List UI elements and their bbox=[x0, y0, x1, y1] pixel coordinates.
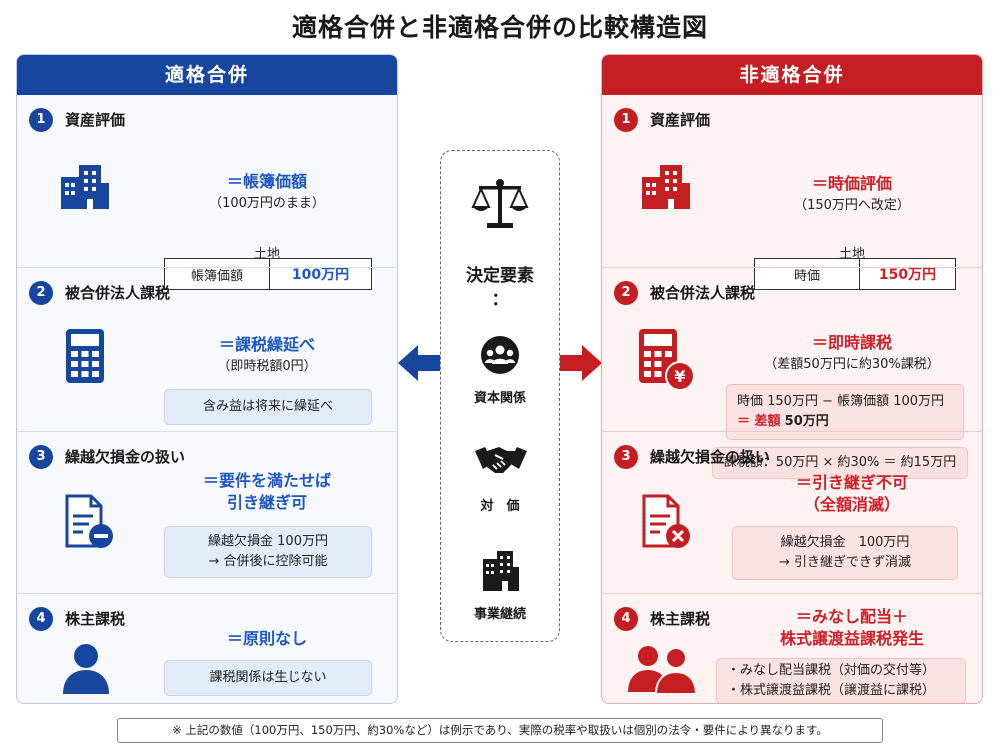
deferral-note: 含み益は将来に繰延べ bbox=[164, 389, 372, 425]
qualified-merger-panel: 適格合併 1 資産評価 ＝帳簿価額 （100万円のまま） 土地 帳簿価額 100… bbox=[16, 54, 398, 704]
section-title: 株主課税 bbox=[65, 610, 126, 628]
tax-emphasis: ＝課税繰延べ bbox=[218, 335, 315, 354]
loss-note-line-1: 繰越欠損金 100万円 bbox=[780, 535, 910, 550]
decision-factors-panel: 決定要素 ： 資本関係 対 価 事業継続 bbox=[440, 150, 560, 642]
book-value-key: 帳簿価額 bbox=[165, 259, 270, 289]
section-number: 3 bbox=[614, 445, 638, 469]
factor-business-continuity: 事業継続 bbox=[473, 607, 526, 622]
shareholder-note-line-1: ・みなし配当課税（対価の交付等） bbox=[727, 663, 936, 678]
calculator-icon bbox=[66, 329, 104, 383]
section-number: 1 bbox=[29, 108, 53, 132]
shareholder-emphasis-1: ＝みなし配当＋ bbox=[795, 607, 908, 626]
book-value-box: 帳簿価額 100万円 bbox=[164, 258, 372, 290]
market-value-box: 時価 150万円 bbox=[754, 258, 956, 290]
loss-note-line-2: → 合併後に控除可能 bbox=[208, 554, 328, 569]
section-title: 被合併法人課税 bbox=[65, 284, 171, 302]
book-value-amount: 100万円 bbox=[291, 267, 350, 283]
shareholder-note: 課税関係は生じない bbox=[164, 660, 372, 696]
left-arrow-icon bbox=[398, 345, 440, 381]
section-title: 株主課税 bbox=[650, 610, 711, 628]
section-number: 3 bbox=[29, 445, 53, 469]
section-title: 繰越欠損金の扱い bbox=[65, 448, 186, 466]
handshake-icon bbox=[475, 447, 527, 473]
left-section-loss-carryforward: 3 繰越欠損金の扱い ＝要件を満たせば 引き継ぎ可 繰越欠損金 100万円 → … bbox=[17, 431, 397, 595]
section-title: 資産評価 bbox=[65, 111, 126, 129]
person-icon bbox=[63, 644, 109, 694]
shareholder-emphasis-2: 株式譲渡益課税発生 bbox=[779, 629, 924, 648]
right-arrow-icon bbox=[560, 345, 602, 381]
section-number: 2 bbox=[614, 281, 638, 305]
calc-prefix: ＝ 差額 bbox=[737, 414, 781, 429]
loss-note-line-1: 繰越欠損金 100万円 bbox=[208, 534, 328, 549]
tax-amount-note: 課税額：50万円 × 約30% ＝ 約15万円 bbox=[712, 447, 968, 479]
calc-line-1: 時価 150万円 − 帳簿価額 100万円 bbox=[737, 394, 945, 409]
section-number: 2 bbox=[29, 281, 53, 305]
right-section-corporate-tax: 2 被合併法人課税 ¥ ＝即時課税 （差額50万円に約30%課税） 時価 150… bbox=[602, 267, 982, 440]
section-title: 資産評価 bbox=[650, 111, 711, 129]
valuation-sub: （150万円へ改定） bbox=[794, 198, 910, 213]
loss-emphasis-1: ＝引き継ぎ不可 bbox=[795, 473, 908, 492]
calc-value: 50万円 bbox=[784, 414, 829, 429]
left-section-shareholder-tax: 4 株主課税 ＝原則なし 課税関係は生じない bbox=[17, 593, 397, 703]
left-section-corporate-tax: 2 被合併法人課税 ＝課税繰延べ （即時税額0円） 含み益は将来に繰延べ bbox=[17, 267, 397, 433]
factor-consideration: 対 価 bbox=[480, 499, 520, 514]
loss-emphasis-2: 引き継ぎ可 bbox=[226, 493, 307, 512]
document-minus-icon bbox=[65, 494, 113, 548]
people-icon bbox=[628, 646, 696, 694]
loss-emphasis-1: ＝要件を満たせば bbox=[202, 471, 331, 490]
office-building-icon bbox=[483, 551, 519, 591]
factors-colon: ： bbox=[491, 290, 509, 310]
group-icon bbox=[481, 336, 519, 374]
shareholder-note-line-2: ・株式譲渡益課税（譲渡益に課税） bbox=[727, 683, 936, 698]
calculator-yen-icon: ¥ bbox=[639, 329, 695, 391]
document-x-icon bbox=[642, 494, 690, 548]
section-title: 繰越欠損金の扱い bbox=[650, 448, 771, 466]
valuation-emphasis: ＝時価評価 bbox=[811, 174, 892, 193]
section-number: 4 bbox=[29, 607, 53, 631]
right-section-asset-valuation: 1 資産評価 ＝時価評価 （150万円へ改定） 土地 時価 150万円 bbox=[602, 95, 982, 290]
footnote: ※ 上記の数値（100万円、150万円、約30%など）は例示であり、実際の税率や… bbox=[117, 718, 883, 743]
building-icon bbox=[642, 165, 690, 209]
valuation-emphasis: ＝帳簿価額 bbox=[226, 172, 307, 191]
right-section-shareholder-tax: 4 株主課税 ＝みなし配当＋ 株式譲渡益課税発生 ・みなし配当課税（対価の交付等… bbox=[602, 593, 982, 703]
non-qualified-merger-panel: 非適格合併 1 資産評価 ＝時価評価 （150万円へ改定） 土地 時価 150万… bbox=[601, 54, 983, 704]
difference-calc-note: 時価 150万円 − 帳簿価額 100万円 ＝ 差額 50万円 bbox=[726, 384, 964, 440]
section-number: 1 bbox=[614, 108, 638, 132]
loss-note: 繰越欠損金 100万円 → 合併後に控除可能 bbox=[164, 526, 372, 578]
valuation-sub: （100万円のまま） bbox=[209, 196, 325, 211]
building-icon bbox=[61, 165, 109, 209]
page-title: 適格合併と非適格合併の比較構造図 bbox=[291, 13, 708, 42]
loss-emphasis-2: （全額消滅） bbox=[803, 495, 900, 514]
market-value-amount: 150万円 bbox=[878, 267, 937, 283]
loss-note-line-2: → 引き継ぎできず消滅 bbox=[778, 555, 912, 570]
right-section-loss-carryforward: 3 繰越欠損金の扱い ＝引き継ぎ不可 （全額消滅） 繰越欠損金 100万円 → … bbox=[602, 431, 982, 595]
shareholder-note: ・みなし配当課税（対価の交付等） ・株式譲渡益課税（譲渡益に課税） bbox=[716, 658, 966, 703]
left-section-asset-valuation: 1 資産評価 ＝帳簿価額 （100万円のまま） 土地 帳簿価額 100万円 bbox=[17, 95, 397, 290]
shareholder-emphasis: ＝原則なし bbox=[226, 629, 307, 648]
non-qualified-merger-header: 非適格合併 bbox=[602, 55, 982, 95]
calc-line-2: ＝ 差額 50万円 bbox=[737, 412, 829, 432]
factor-capital-relationship: 資本関係 bbox=[473, 391, 526, 406]
svg-text:¥: ¥ bbox=[674, 367, 685, 386]
factors-label: 決定要素 bbox=[466, 266, 534, 286]
market-value-key: 時価 bbox=[755, 259, 860, 289]
scale-icon bbox=[471, 179, 529, 228]
tax-emphasis: ＝即時課税 bbox=[811, 333, 892, 352]
tax-sub: （即時税額0円） bbox=[217, 359, 317, 374]
section-number: 4 bbox=[614, 607, 638, 631]
section-title: 被合併法人課税 bbox=[650, 284, 756, 302]
qualified-merger-header: 適格合併 bbox=[17, 55, 397, 95]
loss-note: 繰越欠損金 100万円 → 引き継ぎできず消滅 bbox=[732, 526, 958, 580]
tax-sub: （差額50万円に約30%課税） bbox=[764, 357, 940, 372]
